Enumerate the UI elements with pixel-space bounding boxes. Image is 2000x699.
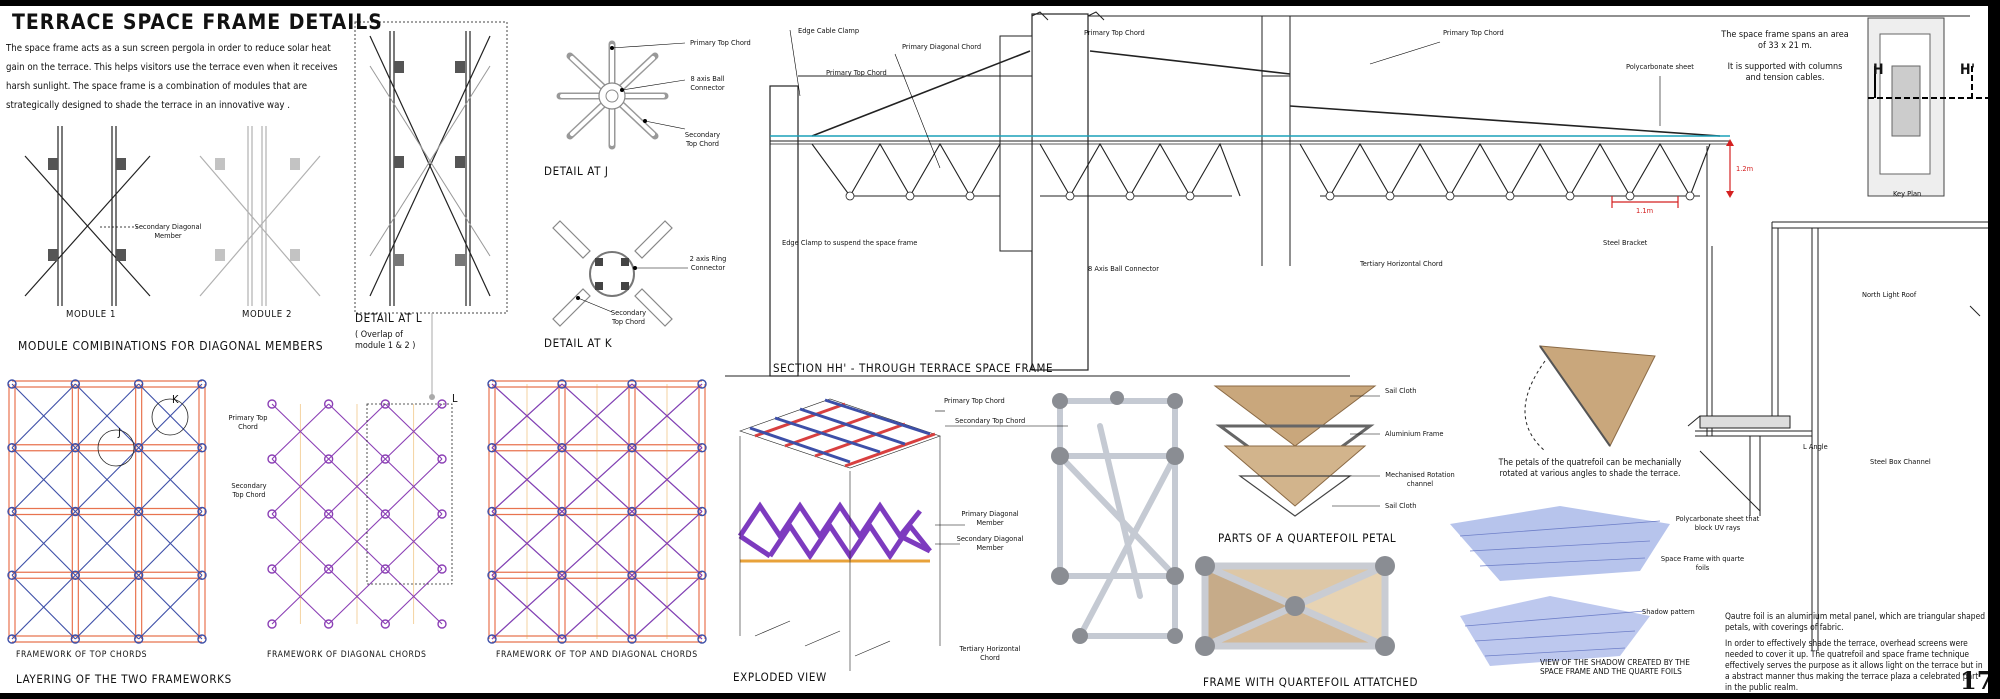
page-title: TERRACE SPACE FRAME DETAILS: [12, 10, 383, 34]
shadow-polycarbonate-label: Polycarbonate sheet that block UV rays: [1675, 514, 1760, 532]
petal-rotation-note: The petals of the quatrefoil can be mech…: [1498, 458, 1682, 479]
detail-j-primary-top-chord-label: Primary Top Chord: [690, 38, 751, 47]
section-primary-top-chord-c-label: Primary Top Chord: [1443, 28, 1504, 37]
key-plan-note-2: It is supported with columns and tension…: [1727, 62, 1843, 83]
quatrefoil-description: Qautre foil is an aluminium metal panel,…: [1725, 611, 1986, 632]
detail-k-secondary-top-chord-label: Secondary Top Chord: [610, 308, 647, 326]
sail-cloth-bottom-label: Sail Cloth: [1385, 501, 1417, 510]
aluminium-frame-label: Aluminium Frame: [1385, 429, 1444, 438]
section-polycarbonate-sheet-label: Polycarbonate sheet: [1626, 62, 1694, 71]
shadow-pattern-label: Shadow pattern: [1642, 607, 1695, 616]
frame-with-quatrefoil-caption: FRAME WITH QUARTEFOIL ATTATCHED: [1203, 675, 1419, 689]
quatrefoil-parts-caption: PARTS OF A QUARTEFOIL PETAL: [1218, 531, 1397, 545]
exploded-secondary-top-chord-label: Secondary Top Chord: [955, 416, 1026, 425]
section-ball-connector-label: 8 Axis Ball Connector: [1088, 264, 1159, 273]
section-primary-top-chord-a-label: Primary Top Chord: [826, 68, 887, 77]
framework-k-marker: K: [172, 393, 180, 406]
detail-k-drawing: [552, 220, 673, 327]
detail-j-caption: DETAIL AT J: [544, 164, 609, 178]
ball-truss-3d-drawing: [1051, 391, 1184, 644]
detail-j-ball-connector-label: 8 axis Ball Connector: [690, 74, 725, 92]
framework-j-marker: J: [118, 426, 122, 439]
detail-l-drawing: [354, 21, 508, 314]
steel-bracket-label: Steel Bracket: [1603, 238, 1648, 247]
section-tertiary-horizontal-chord-label: Tertiary Horizontal Chord: [1360, 259, 1443, 268]
exploded-secondary-diagonal-member-label: Secondary Diagonal Member: [956, 534, 1024, 552]
module-combinations-caption: MODULE COMIBINATIONS FOR DIAGONAL MEMBER…: [18, 339, 324, 353]
detail-l-caption: DETAIL AT L: [355, 311, 423, 325]
layering-caption: LAYERING OF THE TWO FRAMEWORKS: [16, 672, 232, 686]
secondary-diagonal-member-label: Secondary Diagonal Member: [134, 222, 202, 240]
edge-clamp-label: Edge Clamp to suspend the space frame: [782, 238, 918, 247]
mechanised-rotation-channel-label: Mechanised Rotation channel: [1385, 470, 1455, 488]
detail-k-caption: DETAIL AT K: [544, 336, 613, 350]
exploded-view-drawing: [737, 398, 941, 671]
framework-top-diagonal-drawing: [487, 379, 707, 644]
module-2-drawing: [199, 126, 321, 306]
rotating-petal-drawing: [1524, 345, 1656, 452]
detail-l-subcaption: ( Overlap of module 1 & 2 ): [355, 330, 416, 351]
framework-l-marker: L: [452, 392, 459, 405]
section-caption: SECTION HH' - THROUGH TERRACE SPACE FRAM…: [773, 361, 1054, 375]
north-light-roof-label: North Light Roof: [1862, 290, 1917, 299]
sail-cloth-top-label: Sail Cloth: [1385, 386, 1417, 395]
module-1-drawing: [24, 126, 151, 306]
dimension-height-label: 1.2m: [1736, 164, 1754, 173]
exploded-view-caption: EXPLODED VIEW: [733, 670, 827, 684]
primary-diagonal-chord-label: Primary Diagonal Chord: [902, 42, 982, 51]
key-plan-caption: Key Plan: [1893, 189, 1922, 198]
shadow-view-caption: VIEW OF THE SHADOW CREATED BY THE SPACE …: [1540, 657, 1690, 676]
l-angle-label: L Angle: [1803, 442, 1828, 451]
framework-diagonal-chords-caption: FRAMEWORK OF DIAGONAL CHORDS: [267, 650, 427, 660]
key-plan-h-marker: H: [1873, 62, 1885, 78]
drawing-sheet: TERRACE SPACE FRAME DETAILS The space fr…: [0, 6, 1988, 693]
framework-secondary-top-chord-label: Secondary Top Chord: [231, 481, 267, 499]
steel-box-channel-label: Steel Box Channel: [1870, 457, 1931, 466]
module-2-caption: MODULE 2: [242, 309, 293, 320]
framework-top-diagonal-caption: FRAMEWORK OF TOP AND DIAGONAL CHORDS: [496, 650, 698, 660]
drawing-artwork: [7, 11, 1988, 671]
framework-top-chords-caption: FRAMEWORK OF TOP CHORDS: [16, 650, 148, 660]
key-plan-h-prime-marker: H': [1960, 62, 1976, 78]
frame-with-quatrefoil-drawing: [1195, 556, 1395, 656]
section-primary-top-chord-b-label: Primary Top Chord: [1084, 28, 1145, 37]
detail-k-ring-connector-label: 2 axis Ring Connector: [689, 254, 727, 272]
framework-primary-top-chord-label: Primary Top Chord: [228, 413, 268, 431]
quatrefoil-petal-drawing: [1213, 385, 1377, 517]
page-number: 17: [1960, 666, 1988, 693]
shadow-space-frame-label: Space Frame with quarte foils: [1660, 554, 1745, 572]
exploded-primary-diagonal-member-label: Primary Diagonal Member: [961, 509, 1019, 527]
terrace-section-drawing: [1687, 221, 1988, 651]
key-plan-note-1: The space frame spans an area of 33 x 21…: [1721, 30, 1849, 51]
detail-j-secondary-top-chord-label: Secondary Top Chord: [684, 130, 721, 148]
key-plan-drawing: [1867, 17, 1988, 197]
module-1-caption: MODULE 1: [66, 309, 117, 320]
intro-paragraph: The space frame acts as a sun screen per…: [6, 43, 338, 111]
section-hh-drawing: [725, 11, 1970, 436]
quatrefoil-purpose-note: In order to effectively shade the terrac…: [1725, 638, 1983, 692]
framework-diagonal-chords-drawing: [267, 399, 453, 629]
edge-cable-clamp-label: Edge Cable Clamp: [798, 26, 860, 35]
exploded-primary-top-chord-label: Primary Top Chord: [944, 396, 1005, 405]
dimension-width-label: 1.1m: [1636, 206, 1654, 215]
framework-top-chords-drawing: [7, 379, 207, 644]
exploded-tertiary-horizontal-chord-label: Tertiary Horizontal Chord: [959, 644, 1021, 662]
shadow-view-drawing: [1450, 506, 1670, 666]
